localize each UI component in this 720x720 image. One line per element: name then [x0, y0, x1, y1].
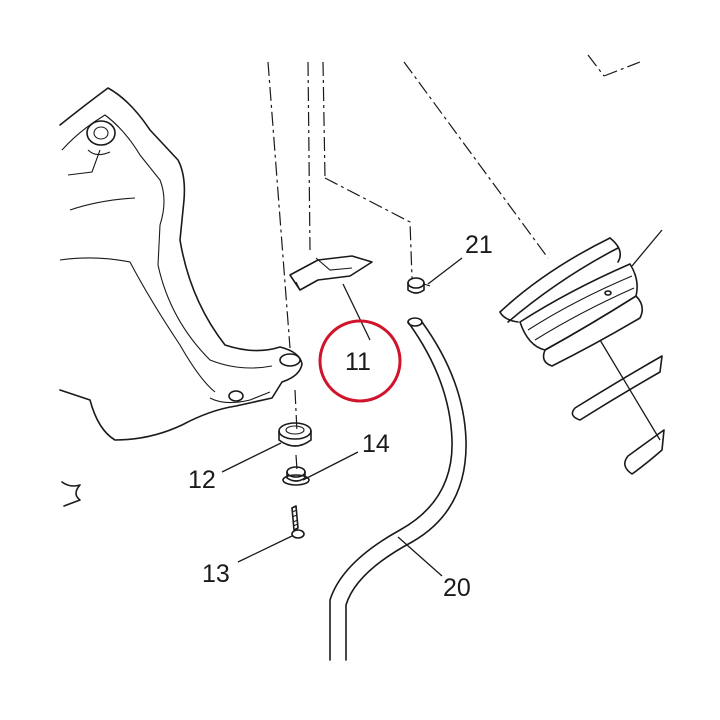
- callout-12: 12: [188, 466, 216, 494]
- callout-11: 11: [345, 348, 371, 376]
- grommet-part-12: [278, 422, 312, 447]
- leader-lines: [221, 257, 463, 577]
- callout-20: 20: [443, 574, 471, 602]
- clip-part-21: [407, 277, 431, 294]
- callout-14: 14: [362, 430, 390, 458]
- highlight-circle: [318, 319, 402, 403]
- intake-boot-assembly: [499, 229, 665, 475]
- housing-cover: [59, 87, 303, 507]
- callout-13: 13: [202, 560, 230, 588]
- callout-21: 21: [465, 231, 493, 259]
- bracket-part-11: [289, 255, 373, 291]
- screw-part-13: [291, 505, 305, 539]
- hose-part-20: [329, 317, 467, 661]
- assembly-axis-lines: [267, 54, 641, 471]
- collar-part-14: [282, 466, 310, 486]
